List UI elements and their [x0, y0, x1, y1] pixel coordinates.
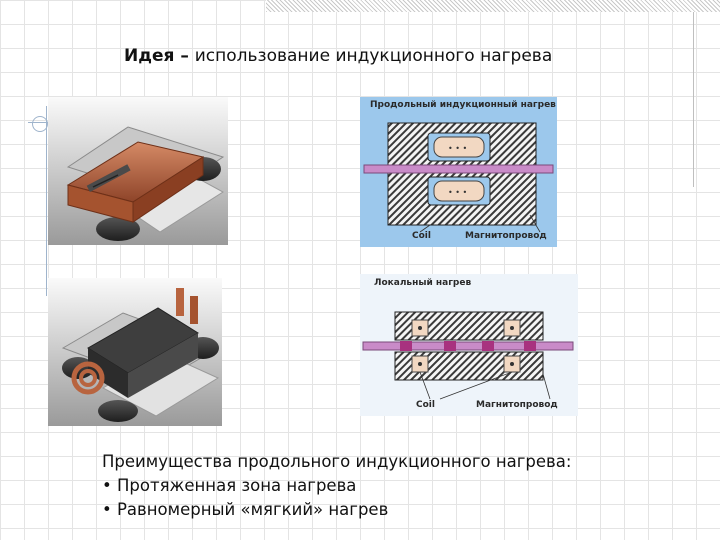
- local-inductor-image: [48, 278, 222, 426]
- title-bold-part: Идея –: [124, 46, 195, 66]
- longitudinal-inductor-image: [48, 97, 228, 245]
- advantages-heading: Преимущества продольного индукционного н…: [102, 452, 572, 471]
- decorative-circle: [32, 116, 48, 132]
- slide-title: Идея – использование индукционного нагре…: [124, 46, 552, 66]
- title-rest: использование индукционного нагрева: [194, 46, 553, 66]
- advantages-block: Преимущества продольного индукционного н…: [102, 450, 571, 522]
- decorative-vertical-line-right: [693, 12, 694, 187]
- longitudinal-diagram-heading: Продольный индукционный нагрев: [370, 100, 556, 110]
- longitudinal-core-label: Магнитопровод: [465, 231, 547, 241]
- longitudinal-coil-label: Coil: [412, 231, 431, 241]
- advantage-item: • Равномерный «мягкий» нагрев: [102, 500, 389, 519]
- decorative-horizontal-line: [28, 122, 50, 123]
- local-core-label: Магнитопровод: [476, 400, 558, 410]
- svg-text:• • •: • • •: [448, 144, 467, 153]
- local-diagram-heading: Локальный нагрев: [374, 278, 472, 288]
- longitudinal-heating-diagram: • • • • • • Продольный индукционный нагр…: [360, 97, 557, 247]
- local-heating-diagram: Локальный нагрев Coil Магнитопровод: [360, 274, 578, 416]
- decorative-vertical-line: [46, 106, 47, 296]
- svg-text:• • •: • • •: [448, 188, 467, 197]
- local-coil-label: Coil: [416, 400, 435, 410]
- top-hatch-decoration: [266, 0, 720, 12]
- advantage-item: • Протяженная зона нагрева: [102, 476, 357, 495]
